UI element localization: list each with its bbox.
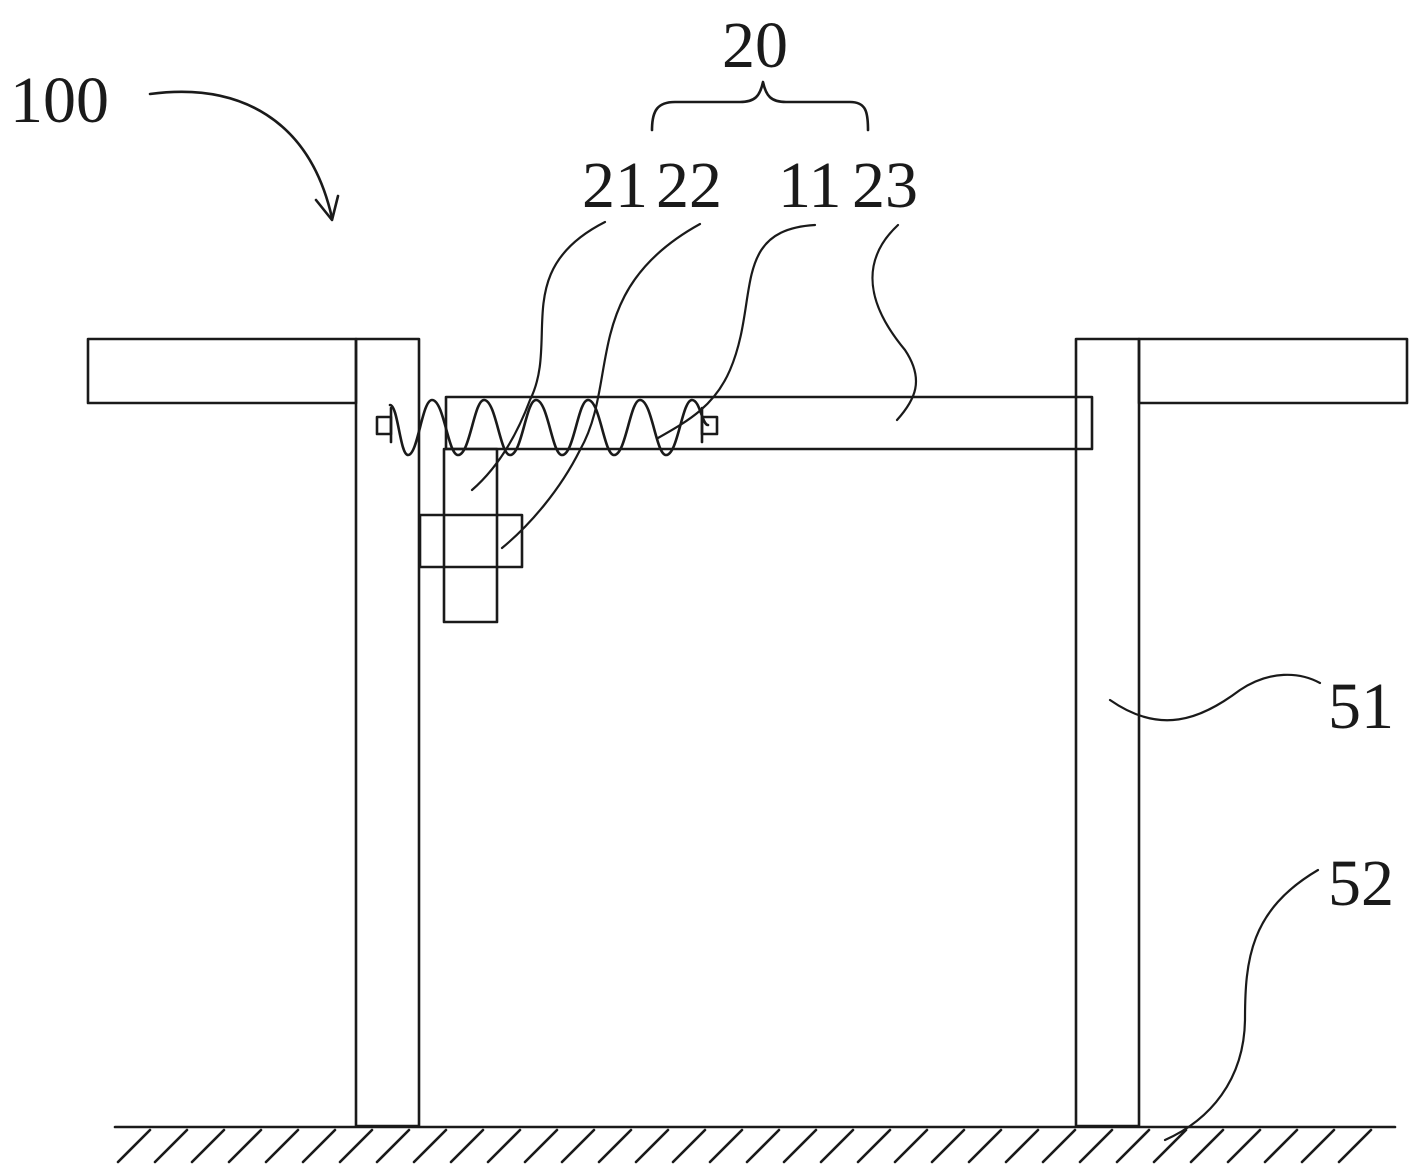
- group-brace: [650, 80, 870, 132]
- spring-coil: [388, 398, 710, 457]
- label-51: 51: [1328, 670, 1394, 743]
- ground-hatch: [227, 1128, 263, 1164]
- label-23: 23: [852, 149, 918, 222]
- ground-hatch: [782, 1128, 818, 1164]
- label-21: 21: [582, 149, 648, 222]
- ground-hatch: [1004, 1128, 1040, 1164]
- label-22: 22: [656, 149, 722, 222]
- leader-21: [470, 220, 607, 492]
- ground-hatch: [708, 1128, 744, 1164]
- ground-hatch: [819, 1128, 855, 1164]
- ground-hatch: [486, 1128, 522, 1164]
- ground-hatch: [1115, 1128, 1151, 1164]
- stop-member: [418, 447, 524, 624]
- ground-hatch: [153, 1128, 189, 1164]
- ground-hatch: [190, 1128, 226, 1164]
- ground-hatch: [449, 1128, 485, 1164]
- ground-hatch: [671, 1128, 707, 1164]
- leader-22: [500, 222, 702, 550]
- spring-left-fitting: [375, 406, 393, 444]
- ground-hatch: [1041, 1128, 1077, 1164]
- leader-11: [656, 223, 817, 440]
- spring-right-fitting: [700, 406, 719, 444]
- ground-hatch: [930, 1128, 966, 1164]
- label-100: 100: [10, 64, 109, 137]
- ground-hatch: [893, 1128, 929, 1164]
- ground: [113, 1125, 1397, 1164]
- ground-hatch: [856, 1128, 892, 1164]
- ground-hatch: [1263, 1128, 1299, 1164]
- ground-hatch: [1226, 1128, 1262, 1164]
- ground-hatch: [523, 1128, 559, 1164]
- ground-hatch: [1337, 1128, 1373, 1164]
- label-20: 20: [722, 9, 788, 82]
- ground-hatch: [338, 1128, 374, 1164]
- ground-hatch: [1300, 1128, 1336, 1164]
- ground-hatch: [1078, 1128, 1114, 1164]
- ground-hatch: [1189, 1128, 1225, 1164]
- ground-hatch: [967, 1128, 1003, 1164]
- leader-52: [1163, 868, 1320, 1142]
- assembly-arrow: [148, 90, 340, 222]
- ground-hatch: [745, 1128, 781, 1164]
- ground-hatch: [1152, 1128, 1188, 1164]
- leader-51: [1108, 673, 1322, 722]
- ground-hatch: [301, 1128, 337, 1164]
- ground-hatch: [634, 1128, 670, 1164]
- leader-23: [871, 223, 918, 422]
- left-post: [86, 337, 421, 1128]
- label-11: 11: [778, 149, 842, 222]
- label-52: 52: [1328, 847, 1394, 920]
- ground-hatch: [264, 1128, 300, 1164]
- ground-hatch: [597, 1128, 633, 1164]
- ground-hatch: [375, 1128, 411, 1164]
- sliding-bar: [444, 395, 1094, 451]
- ground-hatch: [412, 1128, 448, 1164]
- ground-hatch: [116, 1128, 152, 1164]
- ground-hatch: [560, 1128, 596, 1164]
